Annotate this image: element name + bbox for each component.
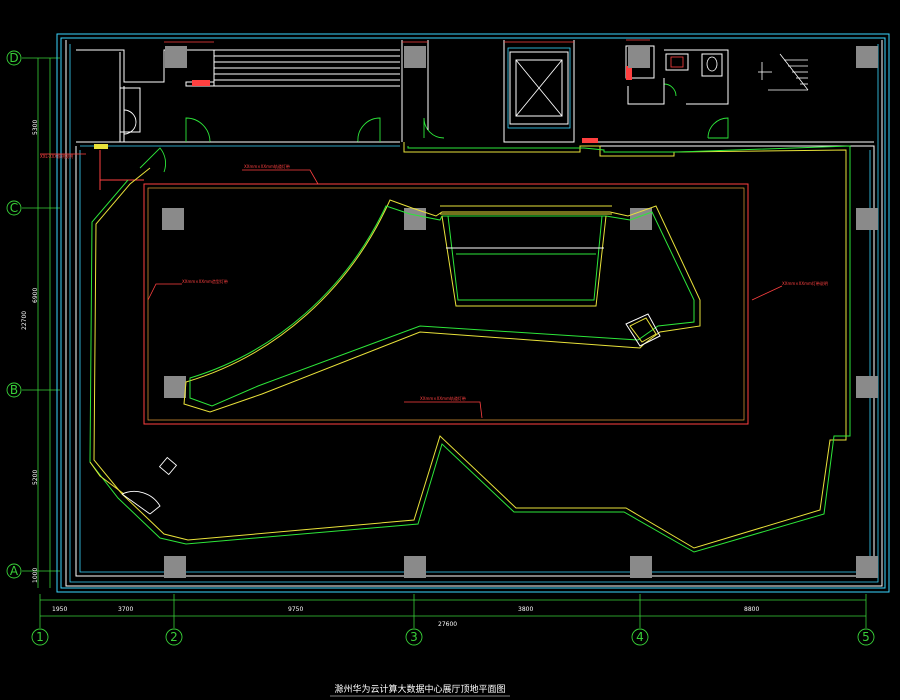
left-curved-door [121, 456, 178, 515]
row-axis-C: C [6, 200, 22, 216]
axis-grid [22, 57, 867, 628]
lighting-boundary [99, 150, 749, 425]
toilet-icon [706, 56, 718, 72]
center-top-wall [401, 40, 575, 143]
svg-text:5200: 5200 [32, 470, 39, 485]
svg-text:5: 5 [862, 630, 870, 644]
elevator-shaft-outline [507, 47, 571, 129]
row-axis-D: D [6, 50, 22, 66]
center-island [183, 199, 701, 413]
svg-text:6900: 6900 [32, 288, 39, 303]
row-axis-B: B [6, 382, 22, 398]
column-axis-4: 4 [631, 628, 649, 646]
svg-text:D: D [9, 51, 18, 65]
svg-text:27600: 27600 [438, 621, 457, 628]
dimension-labels: 1950 3700 9750 3800 8800 27600 5300 6900… [21, 120, 759, 628]
svg-text:XXmm×XXmm轨道灯带: XXmm×XXmm轨道灯带 [420, 395, 466, 401]
outer-route [89, 142, 851, 553]
row-axis-A: A [6, 563, 22, 579]
column-axis-1: 1 [31, 628, 49, 646]
svg-text:XXmm×XXmm轨道灯带: XXmm×XXmm轨道灯带 [244, 163, 290, 169]
svg-text:XXmm×XXmm灯带说明: XXmm×XXmm灯带说明 [782, 280, 828, 286]
svg-text:B: B [10, 383, 18, 397]
red-fixtures [94, 66, 632, 149]
outer-walls [56, 33, 890, 593]
svg-text:3700: 3700 [118, 606, 133, 613]
svg-text:1000: 1000 [32, 568, 39, 583]
structural-columns [162, 46, 878, 578]
svg-text:XXmm×XXmm造型灯带: XXmm×XXmm造型灯带 [182, 278, 228, 284]
svg-text:22700: 22700 [21, 311, 28, 330]
svg-text:A: A [10, 564, 19, 578]
drawing-notes: XXL-XXX照明说明 XXmm×XXmm轨道灯带 XXmm×XXmm造型灯带 … [40, 153, 828, 401]
svg-text:9750: 9750 [288, 606, 303, 613]
door-swings [123, 83, 729, 173]
side-staircase [758, 53, 809, 91]
sink-icon [670, 56, 684, 68]
central-stage [440, 205, 612, 307]
main-staircase [214, 49, 400, 87]
red-frame-accents [164, 39, 650, 43]
svg-text:4: 4 [636, 630, 644, 644]
svg-text:2: 2 [170, 630, 178, 644]
svg-text:C: C [10, 201, 18, 215]
elevator-icon [515, 59, 563, 117]
svg-text:3800: 3800 [518, 606, 533, 613]
note-leaders [40, 153, 783, 419]
drawing-title: 滁州华为云计算大数据中心展厅顶地平面图 [334, 683, 505, 695]
svg-text:5300: 5300 [32, 120, 39, 135]
svg-text:8800: 8800 [744, 606, 759, 613]
svg-text:1950: 1950 [52, 606, 67, 613]
column-axis-2: 2 [165, 628, 183, 646]
svg-text:1: 1 [36, 630, 44, 644]
svg-text:XXL-XXX照明说明: XXL-XXX照明说明 [40, 153, 73, 159]
column-axis-3: 3 [405, 628, 423, 646]
column-axis-5: 5 [857, 628, 875, 646]
svg-text:3: 3 [410, 630, 418, 644]
top-left-room [76, 49, 215, 142]
